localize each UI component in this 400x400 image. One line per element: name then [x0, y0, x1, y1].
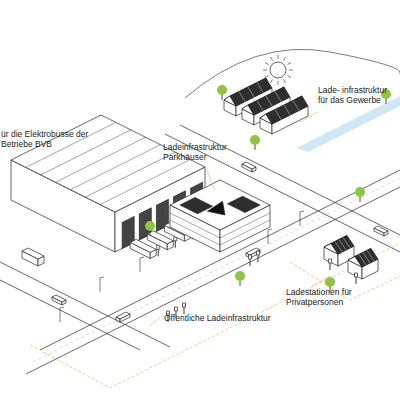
panel-grid	[339, 240, 346, 251]
solar-panel	[331, 236, 354, 255]
skylight	[208, 201, 226, 215]
charging-post-head	[329, 259, 332, 263]
panel-grid	[266, 96, 272, 106]
leader-line	[312, 276, 330, 286]
tree-crown	[355, 187, 365, 197]
facade-stripe	[170, 213, 270, 238]
charging-post-head	[183, 303, 186, 307]
street-lamp	[60, 307, 64, 322]
callout-label: Öffentliche Ladeinfrastruktur	[164, 314, 304, 324]
panel-grid	[284, 105, 290, 115]
road-edge	[0, 280, 140, 350]
sun-ray	[284, 80, 286, 84]
charging-post-head	[257, 251, 260, 255]
roof-rib	[70, 145, 160, 190]
tree-crown	[145, 221, 155, 231]
sun-ray	[265, 63, 269, 65]
sun-ray	[271, 57, 273, 61]
panel-grid	[343, 238, 350, 249]
car	[116, 312, 130, 319]
car	[242, 162, 256, 169]
panel-grid	[257, 83, 263, 93]
callout-label: Lade- infrastruktur für das Gewerbe	[318, 86, 390, 106]
tree-crown	[217, 85, 227, 95]
roof-rib	[56, 137, 146, 182]
street-lamp	[300, 211, 304, 226]
road-edge	[0, 262, 170, 347]
callout-label: ür die Elektrobusse der Betriebe BVB	[1, 130, 113, 150]
sun-ray	[284, 57, 286, 61]
solar-panel	[355, 249, 378, 268]
street-lamp	[268, 229, 272, 244]
tree-crown	[235, 271, 245, 281]
tree-crown	[325, 277, 335, 287]
panel-grid	[367, 251, 374, 262]
car	[52, 295, 66, 302]
car	[374, 226, 388, 233]
panel-grid	[275, 110, 281, 120]
sun-ray	[278, 55, 279, 59]
sun-ray	[288, 76, 292, 78]
solar-panel	[228, 196, 261, 212]
street-lamp	[100, 277, 104, 292]
delivery-van	[22, 248, 44, 259]
panel-grid	[293, 101, 299, 111]
street-lamp	[140, 257, 144, 272]
facade-stripe	[170, 220, 270, 245]
sun-ray	[263, 70, 267, 71]
sun	[270, 62, 286, 78]
charging-post-head	[175, 307, 178, 311]
tree-crown	[250, 135, 260, 145]
sun-ray	[288, 63, 292, 65]
panel-grid	[248, 87, 254, 97]
solar-panel	[266, 96, 308, 124]
leader-line	[205, 166, 215, 190]
sun-ray	[278, 81, 279, 85]
panel-grid	[335, 242, 342, 253]
area-outline	[30, 243, 400, 388]
sun-ray	[265, 76, 269, 78]
parking-garage	[170, 180, 270, 230]
car	[246, 248, 260, 255]
charging-post-head	[355, 273, 358, 277]
panel-grid	[359, 255, 366, 266]
callout-label: Ladeinfrastruktur Parkhäuser	[163, 143, 245, 163]
panel-grid	[363, 253, 370, 264]
leader-line	[150, 317, 160, 326]
roof-rib	[85, 152, 175, 197]
sun-ray	[271, 80, 273, 84]
callout-label: Ladestationen für Privatpersonen	[286, 288, 366, 308]
sun-ray	[289, 70, 293, 71]
panel-grid	[257, 101, 263, 111]
charging-post-head	[249, 255, 252, 259]
panel-grid	[239, 92, 245, 102]
leader-line	[300, 112, 318, 122]
panel-grid	[275, 92, 281, 102]
